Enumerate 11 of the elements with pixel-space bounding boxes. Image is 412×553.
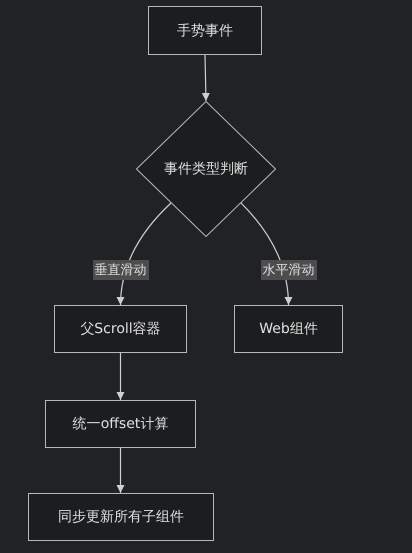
arrow bbox=[116, 353, 124, 400]
process-box: 同步更新所有子组件 bbox=[28, 493, 214, 541]
process-box: 父Scroll容器 bbox=[54, 305, 187, 353]
process-box: 统一offset计算 bbox=[45, 400, 196, 448]
diamond-label: 事件类型判断 bbox=[163, 160, 249, 178]
process-box: Web组件 bbox=[234, 305, 343, 353]
edge-label: 水平滑动 bbox=[260, 260, 316, 280]
arrow bbox=[202, 54, 210, 102]
arrow bbox=[116, 448, 124, 493]
process-box: 手势事件 bbox=[148, 6, 262, 55]
edge-label: 垂直滑动 bbox=[92, 260, 148, 280]
